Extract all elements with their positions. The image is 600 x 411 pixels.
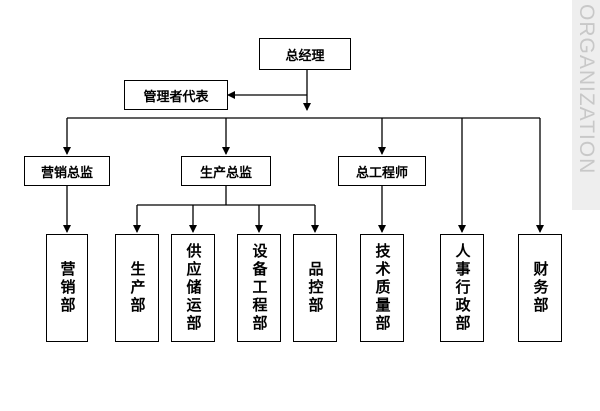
equipment-dept-box: 设备工程部 xyxy=(237,234,281,342)
production-director-label: 生产总监 xyxy=(199,165,252,181)
finance-dept-label: 财务部 xyxy=(531,261,550,315)
qc-dept-label: 品控部 xyxy=(306,261,325,315)
hr-admin-dept-label: 人事行政部 xyxy=(453,243,472,333)
gm-label: 总经理 xyxy=(285,48,325,64)
tech-quality-dept-label: 技术质量部 xyxy=(373,243,392,333)
sales-director-label: 营销总监 xyxy=(40,165,93,181)
gm-box: 总经理 xyxy=(259,38,351,70)
qc-dept-box: 品控部 xyxy=(293,234,337,342)
mgmt-rep-label: 管理者代表 xyxy=(143,89,209,105)
finance-dept-box: 财务部 xyxy=(518,234,562,342)
tech-quality-dept-box: 技术质量部 xyxy=(360,234,404,342)
supply-dept-label: 供应储运部 xyxy=(184,243,203,333)
chief-engineer-label: 总工程师 xyxy=(355,165,408,181)
supply-dept-box: 供应储运部 xyxy=(171,234,215,342)
sales-dept-label: 营销部 xyxy=(58,261,77,315)
chief-engineer-box: 总工程师 xyxy=(338,156,426,186)
side-label: ORGANIZATION xyxy=(575,4,598,175)
sales-dept-box: 营销部 xyxy=(46,234,88,342)
hr-admin-dept-box: 人事行政部 xyxy=(440,234,484,342)
production-dept-box: 生产部 xyxy=(115,234,159,342)
equipment-dept-label: 设备工程部 xyxy=(250,243,269,333)
mgmt-rep-box: 管理者代表 xyxy=(124,80,228,110)
side-label-strip xyxy=(572,0,600,210)
production-director-box: 生产总监 xyxy=(181,156,271,186)
sales-director-box: 营销总监 xyxy=(24,156,110,186)
production-dept-label: 生产部 xyxy=(128,261,147,315)
